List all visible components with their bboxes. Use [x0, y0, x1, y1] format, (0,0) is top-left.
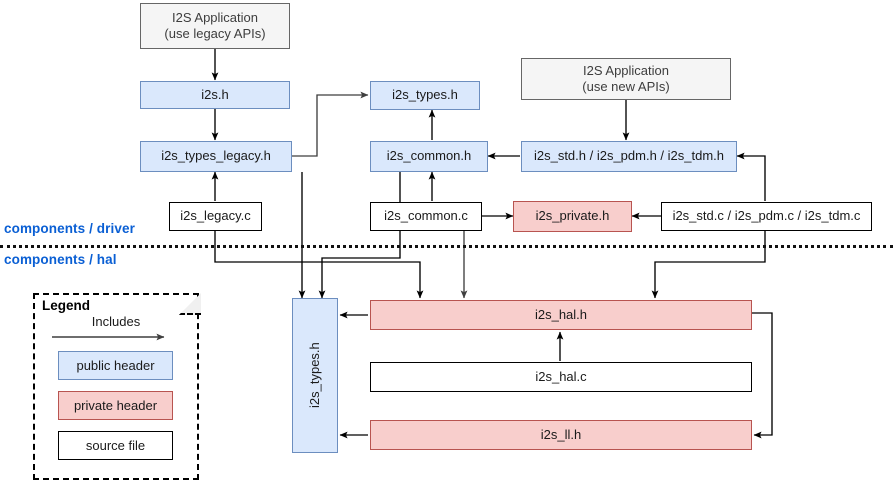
node-i2s-std-c[interactable]: i2s_std.c / i2s_pdm.c / i2s_tdm.c: [661, 202, 872, 231]
node-i2s-h[interactable]: i2s.h: [140, 81, 290, 109]
legend-item-public-header: public header: [58, 351, 173, 380]
legend-item-source-file: source file: [58, 431, 173, 460]
legend-arrow-icon: [52, 333, 165, 341]
node-app-legacy[interactable]: I2S Application (use legacy APIs): [140, 3, 290, 49]
legend-title: Legend: [42, 298, 91, 313]
node-i2s-hal-h[interactable]: i2s_hal.h: [370, 300, 752, 330]
node-i2s-common-c[interactable]: i2s_common.c: [370, 202, 482, 231]
node-i2s-legacy-c[interactable]: i2s_legacy.c: [169, 202, 262, 231]
node-i2s-hal-c[interactable]: i2s_hal.c: [370, 362, 752, 392]
node-app-new[interactable]: I2S Application (use new APIs): [521, 58, 731, 100]
node-i2s-private-h[interactable]: i2s_private.h: [513, 201, 632, 232]
node-i2s-types-h-hal[interactable]: i2s_types.h: [292, 298, 338, 453]
legend-includes-label: Includes: [91, 314, 141, 329]
node-i2s-types-legacy-h[interactable]: i2s_types_legacy.h: [140, 141, 292, 172]
node-i2s-ll-h[interactable]: i2s_ll.h: [370, 420, 752, 450]
zone-label-hal: components / hal: [4, 252, 117, 267]
zone-divider: [0, 245, 893, 248]
node-i2s-std-h[interactable]: i2s_std.h / i2s_pdm.h / i2s_tdm.h: [521, 141, 737, 172]
zone-label-driver: components / driver: [4, 221, 135, 236]
node-i2s-types-h-top[interactable]: i2s_types.h: [370, 81, 480, 110]
node-i2s-common-h[interactable]: i2s_common.h: [370, 141, 488, 172]
legend-item-private-header: private header: [58, 391, 173, 420]
